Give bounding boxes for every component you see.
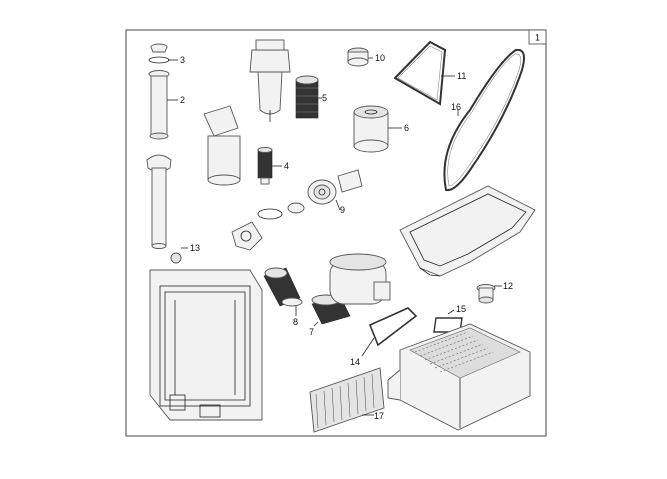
callout-15: 15 xyxy=(456,304,466,314)
callout-17: 17 xyxy=(374,411,384,421)
part-11-belt[interactable] xyxy=(393,40,447,106)
callout-8: 8 xyxy=(293,317,298,327)
part-14-gasket[interactable] xyxy=(368,307,418,347)
callout-9: 9 xyxy=(340,205,345,215)
part-9-pulley[interactable] xyxy=(307,169,363,205)
part-13-plug[interactable] xyxy=(170,252,182,264)
diagram-frame xyxy=(125,29,547,437)
callout-labels: 3 2 13 4 5 6 10 11 16 9 12 8 7 14 15 17 xyxy=(180,53,513,421)
callout-10: 10 xyxy=(375,53,385,63)
part-6-oil-filter[interactable] xyxy=(353,105,389,153)
callout-16: 16 xyxy=(451,102,461,112)
part-10-cap[interactable] xyxy=(347,47,369,67)
part-3-cap[interactable] xyxy=(148,43,170,78)
callout-7: 7 xyxy=(309,327,314,337)
leader-lines xyxy=(167,57,502,416)
part-5-cartridge[interactable] xyxy=(295,75,319,119)
callout-13: 13 xyxy=(190,243,200,253)
callout-3: 3 xyxy=(180,55,185,65)
callout-14: 14 xyxy=(350,357,360,367)
callout-5: 5 xyxy=(322,93,327,103)
filter-body[interactable] xyxy=(203,105,241,186)
radiator-assembly[interactable] xyxy=(149,269,263,421)
oil-sump[interactable] xyxy=(399,185,536,277)
part-4-element[interactable] xyxy=(257,147,273,185)
valve-body-block[interactable] xyxy=(387,323,531,431)
part-17-cabin-filter[interactable] xyxy=(309,367,385,433)
sheet-number: 1 xyxy=(535,33,540,43)
part-2-tube[interactable] xyxy=(146,75,172,249)
water-pump-parts[interactable] xyxy=(231,202,305,251)
fuel-filter-housing[interactable] xyxy=(249,39,291,122)
callout-12: 12 xyxy=(503,281,513,291)
part-12-drain-plug[interactable] xyxy=(476,284,496,304)
air-filter-housing[interactable] xyxy=(329,253,391,305)
sheet-number-box xyxy=(528,29,547,45)
part-16-belt[interactable] xyxy=(443,48,525,192)
callout-4: 4 xyxy=(284,161,289,171)
callout-6: 6 xyxy=(404,123,409,133)
callout-2: 2 xyxy=(180,95,185,105)
callout-11: 11 xyxy=(457,71,466,81)
part-8-hose[interactable] xyxy=(263,267,303,307)
